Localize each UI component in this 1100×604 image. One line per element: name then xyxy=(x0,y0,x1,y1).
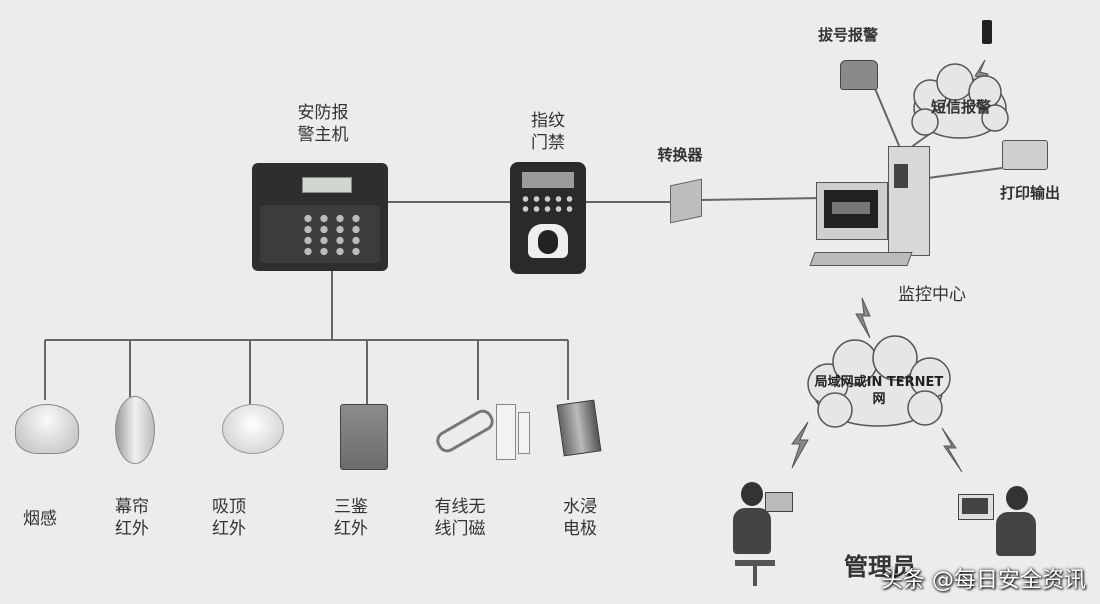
converter-device xyxy=(670,178,702,224)
print-output-label: 打印输出 xyxy=(999,184,1060,202)
converter-label: 转换器 xyxy=(657,146,703,164)
curtain-infrared-device xyxy=(115,396,155,464)
monitor-computer xyxy=(809,140,930,272)
operator-right-figure xyxy=(958,486,1040,566)
sensor-label-door-magnet: 有线无 线门磁 xyxy=(434,497,486,539)
ceiling-infrared-device xyxy=(222,404,284,454)
sensor-label-tri-tech-ir: 三鉴 红外 xyxy=(334,497,368,539)
fingerprint-label: 指纹 门禁 xyxy=(531,111,565,153)
monitor-center-label: 监控中心 xyxy=(898,285,966,305)
network-cloud-label: 局域网或IN TERNET网 xyxy=(814,375,944,407)
water-sensor-device xyxy=(556,399,602,457)
alarm-host-label: 安防报 警主机 xyxy=(297,103,349,145)
mobile-phone-device xyxy=(982,20,992,44)
sensor-label-smoke: 烟感 xyxy=(23,509,57,529)
sensor-label-curtain-ir: 幕帘 红外 xyxy=(115,497,149,539)
sms-alarm-label: 短信报警 xyxy=(930,98,991,116)
door-magnet-device xyxy=(432,400,532,460)
printer-device xyxy=(1002,140,1048,170)
watermark: 头条 @每日安全资讯 xyxy=(881,568,1086,593)
telephone-device xyxy=(840,60,878,90)
smoke-detector-device xyxy=(15,404,79,454)
manager-label: 管理员 xyxy=(844,553,916,581)
operator-left-figure xyxy=(725,482,795,588)
tri-tech-infrared-device xyxy=(340,404,388,470)
dial-alarm-label: 拔号报警 xyxy=(817,26,878,44)
fingerprint-device xyxy=(510,162,586,274)
alarm-host-device xyxy=(252,163,388,271)
sensor-label-ceiling-ir: 吸顶 红外 xyxy=(212,497,246,539)
sensor-label-water: 水浸 电极 xyxy=(563,497,597,539)
